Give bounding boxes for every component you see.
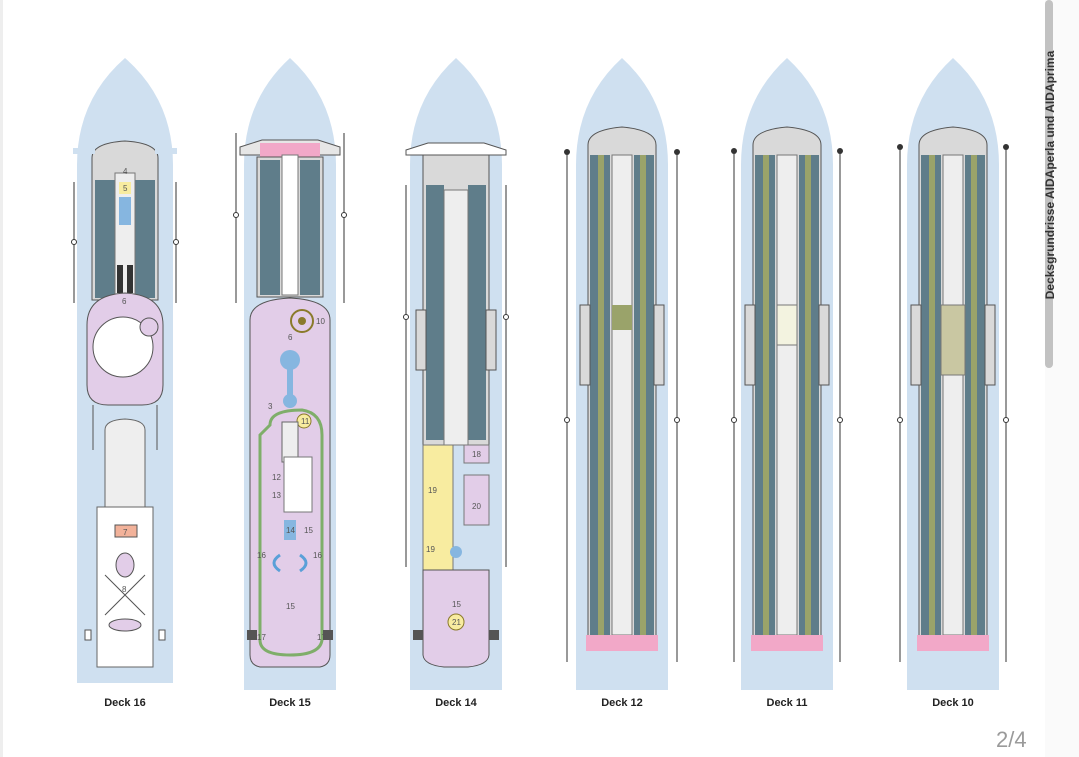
deck-11-plan: Deck 11 bbox=[699, 55, 875, 720]
svg-text:12: 12 bbox=[272, 473, 281, 482]
svg-text:8: 8 bbox=[122, 585, 127, 594]
svg-text:13: 13 bbox=[272, 491, 281, 500]
svg-text:18: 18 bbox=[472, 450, 481, 459]
svg-text:5: 5 bbox=[123, 184, 128, 193]
svg-text:14: 14 bbox=[286, 526, 295, 535]
svg-text:4: 4 bbox=[123, 167, 128, 176]
svg-text:17: 17 bbox=[317, 633, 326, 642]
deck-14-plan: 19 18 20 19 15 21 Deck 14 bbox=[368, 55, 544, 720]
svg-text:7: 7 bbox=[123, 528, 128, 537]
svg-text:19: 19 bbox=[426, 545, 435, 554]
svg-text:10: 10 bbox=[316, 317, 325, 326]
side-title-text: Decksgrundrisse AIDAperla und AIDAprima bbox=[1043, 50, 1057, 300]
svg-text:15: 15 bbox=[286, 602, 295, 611]
svg-text:3: 3 bbox=[268, 402, 273, 411]
svg-text:15: 15 bbox=[304, 526, 313, 535]
deck-label: Deck 12 bbox=[601, 697, 643, 709]
svg-text:6: 6 bbox=[288, 333, 293, 342]
deck-15-plan: 10 6 3 11 12 13 14 15 16 16 15 17 17 Deck … bbox=[202, 55, 378, 720]
svg-text:16: 16 bbox=[313, 551, 322, 560]
deck-label: Deck 16 bbox=[104, 697, 146, 709]
svg-text:16: 16 bbox=[257, 551, 266, 560]
page-edge bbox=[0, 0, 3, 757]
svg-text:6: 6 bbox=[122, 297, 127, 306]
svg-text:20: 20 bbox=[472, 502, 481, 511]
scrollbar-thumb[interactable] bbox=[1045, 0, 1053, 368]
page-counter: 2/4 bbox=[996, 727, 1027, 752]
svg-text:21: 21 bbox=[452, 618, 461, 627]
svg-text:17: 17 bbox=[257, 633, 266, 642]
svg-text:19: 19 bbox=[428, 486, 437, 495]
deck-label: Deck 14 bbox=[435, 697, 477, 709]
svg-text:11: 11 bbox=[301, 417, 310, 426]
deck-12-plan: Deck 12 bbox=[534, 55, 710, 720]
deck-label: Deck 10 bbox=[932, 697, 974, 709]
deck-10-plan: Deck 10 bbox=[865, 55, 1041, 720]
deck-label: Deck 11 bbox=[766, 697, 808, 709]
svg-text:15: 15 bbox=[452, 600, 461, 609]
deck-label: Deck 15 bbox=[269, 697, 311, 709]
deck-16-plan: 4 5 6 7 8 Deck 16 bbox=[37, 55, 213, 720]
